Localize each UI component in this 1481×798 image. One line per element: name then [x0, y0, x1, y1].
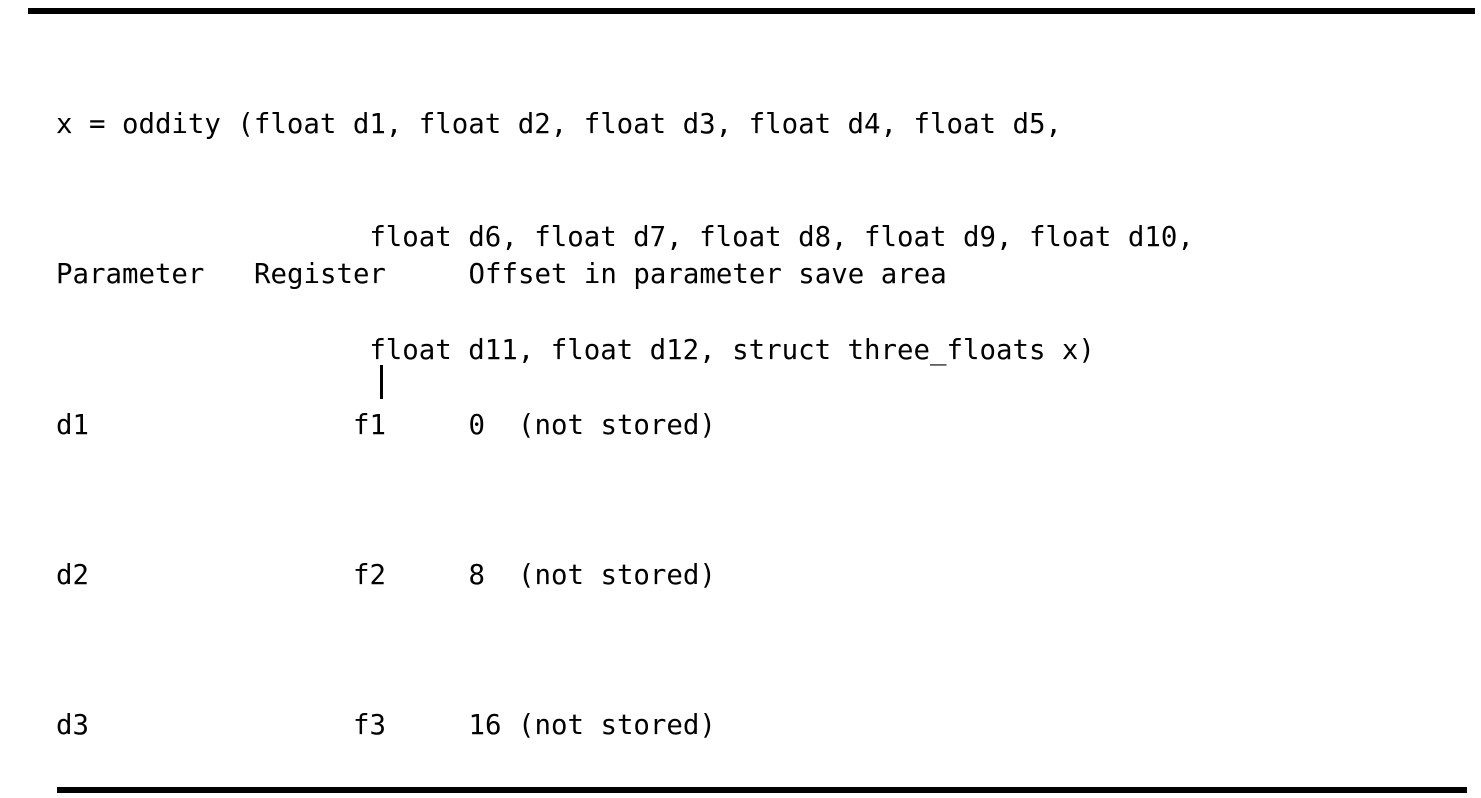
register-cell: f1: [353, 409, 386, 441]
offset-cell: 16: [468, 710, 502, 742]
offset-cell: 8: [468, 559, 486, 591]
text-cursor: [380, 365, 383, 399]
table-row: d2 f2 8 (not stored): [56, 557, 716, 595]
code-line-2: float d6, float d7, float d8, float d9, …: [56, 221, 1194, 253]
column-header-register: Register: [254, 259, 386, 291]
code-line-3: float d11, float d12, struct three_float…: [56, 334, 1095, 366]
column-header-parameter: Parameter: [56, 259, 205, 291]
code-line-1: x = oddity (float d1, float d2, float d3…: [56, 109, 1062, 141]
column-header-offset: Offset in parameter save area: [468, 259, 947, 291]
table-row: d3 f3 16 (not stored): [56, 707, 716, 745]
register-cell: f2: [353, 559, 386, 591]
note-cell: (not stored): [518, 710, 716, 742]
register-cell: f3: [353, 710, 386, 742]
table-header-row: Parameter Register Offset in parameter s…: [56, 256, 947, 294]
note-cell: (not stored): [518, 559, 716, 591]
code-block: x = oddity (float d1, float d2, float d3…: [56, 31, 1194, 445]
table-row: d1 f1 0 (not stored): [56, 407, 716, 445]
note-cell: (not stored): [518, 409, 716, 441]
parameter-table: Parameter Register Offset in parameter s…: [56, 181, 947, 798]
parameter-cell: d2: [56, 559, 89, 591]
parameter-cell: d1: [56, 409, 89, 441]
offset-cell: 0: [468, 409, 486, 441]
parameter-cell: d3: [56, 710, 89, 742]
top-rule: [28, 8, 1475, 14]
bottom-rule: [57, 787, 1467, 793]
